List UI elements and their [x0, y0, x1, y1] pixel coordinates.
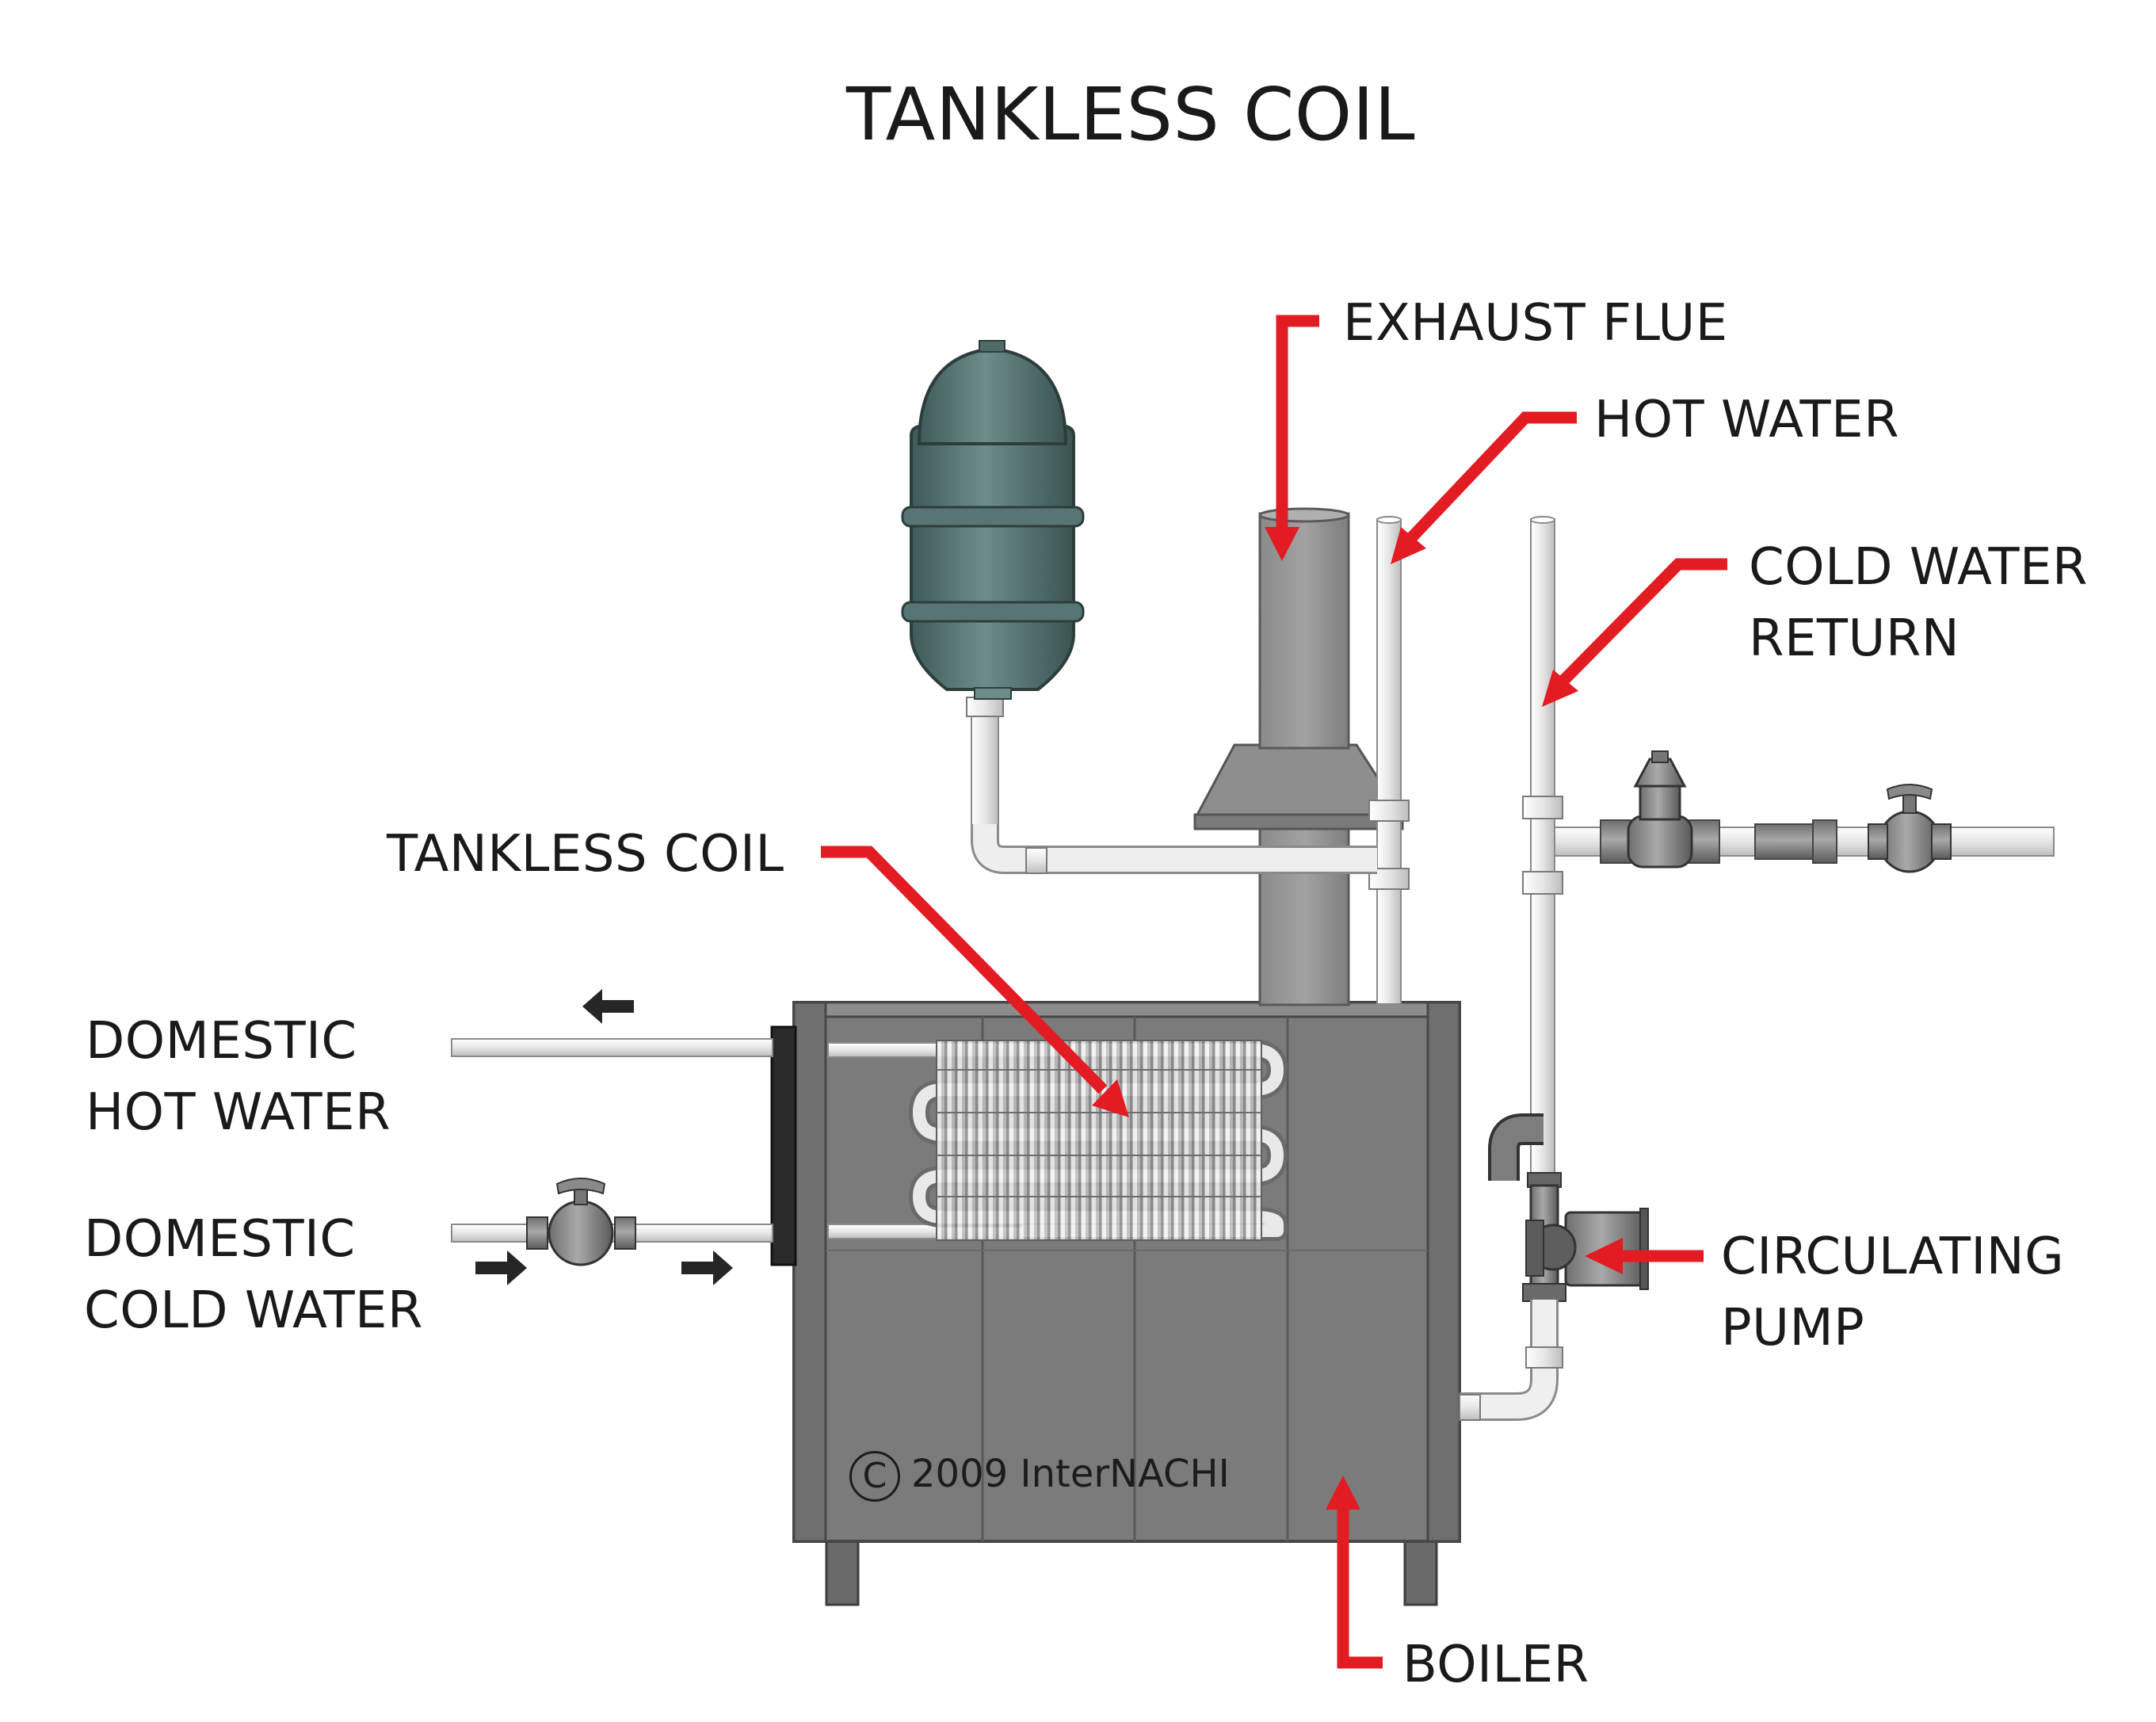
leader-boiler: [1337, 1506, 1383, 1669]
label-domestic-hot-water-line2: HOT WATER: [86, 1083, 391, 1142]
leader-cold-water-return: [1558, 558, 1727, 686]
leader-hot-water: [1406, 411, 1577, 544]
expansion-line: [971, 824, 1377, 874]
label-domestic-hot-water-line1: DOMESTIC: [86, 1012, 357, 1071]
boiler-return-pipe: [1459, 1300, 1563, 1421]
label-hot-water: HOT WATER: [1594, 391, 1900, 449]
tankless-coil: [827, 1040, 1288, 1241]
label-tankless-coil: TANKLESS COIL: [387, 825, 784, 884]
pressure-reducing-valve-icon: [1627, 750, 1693, 869]
copyright-text: 2009 InterNACHI: [911, 1452, 1230, 1496]
flow-arrow-icon: [475, 989, 733, 1285]
label-circulating-pump-line1: CIRCULATING: [1721, 1228, 2065, 1286]
label-domestic-cold-water-line1: DOMESTIC: [84, 1210, 356, 1269]
copyright-icon: C: [849, 1451, 900, 1502]
label-domestic-cold-water-line2: COLD WATER: [84, 1281, 423, 1340]
leader-lines: [821, 315, 1727, 1669]
expansion-tank-icon: [901, 340, 1085, 841]
domestic-cold-water-pipe: [451, 1178, 773, 1266]
label-boiler: BOILER: [1402, 1636, 1589, 1694]
leader-tankless-coil: [821, 846, 1108, 1094]
label-exhaust-flue: EXHAUST FLUE: [1343, 294, 1728, 353]
exhaust-flue: [1193, 507, 1405, 1006]
ball-valve-icon: [1868, 784, 1952, 873]
label-circulating-pump-line2: PUMP: [1721, 1299, 1865, 1357]
hot-water-pipe: [1368, 516, 1410, 1005]
domestic-hot-water-pipe: [451, 1038, 773, 1057]
leader-exhaust-flue: [1276, 315, 1319, 531]
leader-arrowheads: [1092, 527, 1623, 1510]
label-cold-water-return-line2: RETURN: [1749, 609, 1960, 668]
circulating-pump: [1488, 1113, 1649, 1302]
diagram-title: TANKLESS COIL: [846, 72, 1416, 157]
label-cold-water-return-line1: COLD WATER: [1749, 538, 2088, 597]
